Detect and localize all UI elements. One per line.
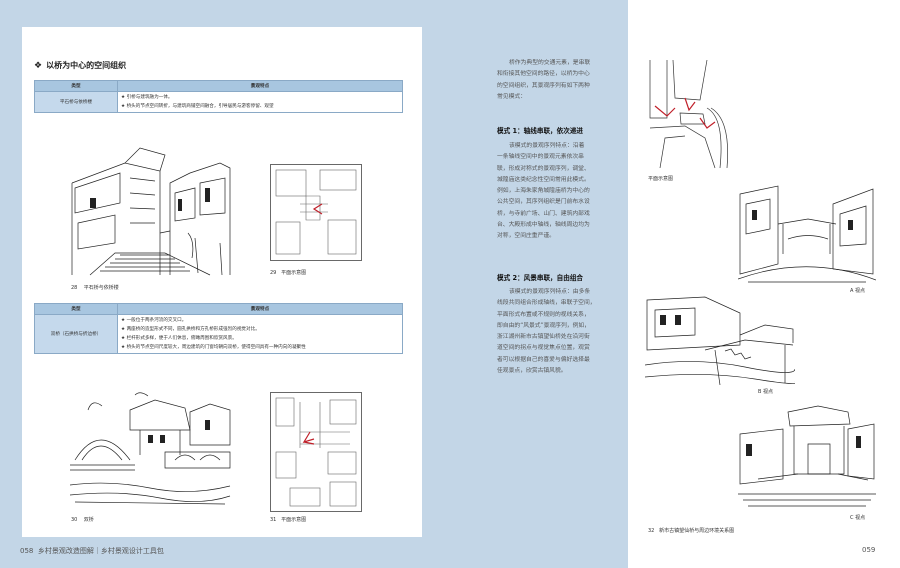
view-c-label: C 视点 [850,515,866,521]
table2-feature-2: ★ 栏杆形式多样，便于人们休息，俯瞰周围和欣赏风景。 [121,336,237,341]
left-page-number: 058 [20,547,34,555]
mode2-line-7: 佳观景点，欣赏古镇风貌。 [497,368,567,375]
figure-32-caption-text: 新市古镇望仙桥与周边环境关系图 [659,528,735,534]
figure-28-caption-text: 平石桥与依桥楼 [83,285,119,291]
view-a-label: A 视点 [850,288,866,294]
footer-left: 058 乡村景观改造图解｜乡村景观设计工具包 [20,546,164,556]
table2-type-cell: 双桥（石拱桥与折边桥） [34,314,118,354]
view-c-sketch [738,405,876,507]
mode1-line-1: 一条轴线空间中的景观元素依次串 [497,154,584,161]
figure-29-caption-text: 平面示意图 [281,270,307,276]
figure-31-number: 31 [270,517,277,523]
landscape-table-1: 类型景观特点 平石桥与依桥楼 ★ 引桥与建筑融为一体。 ★ 桥头的节点空间转折，… [34,80,403,113]
figure-30-number: 30 [71,517,78,523]
figure-31-caption-text: 平面示意图 [281,517,307,523]
mode1-line-6: 桥，与寺前广场、山门、建筑内部戏 [497,210,590,217]
right-page-number: 059 [862,546,876,554]
diamond-bullet-icon: ❖ [34,61,43,71]
figure-32-caption: 32 新市古镇望仙桥与周边环境关系图 [648,527,734,534]
mode2-line-3: 即自由的“风景式”景观序列，例如， [497,322,590,329]
right-intro: 桥作为典型的交通元素，是串联 和衔接其他空间的路径，以桥为中心 的空间组织，其景… [497,58,619,103]
left-footer-text: 乡村景观改造图解｜乡村景观设计工具包 [37,547,164,555]
mode1-line-7: 台、大殿形成中轴线，轴线周边均为 [497,222,590,229]
mode1-heading: 模式 1：轴线串联，依次递进 [497,127,584,135]
mode2-line-1: 线段共同组合形成轴线，串联子空间， [497,300,596,307]
mode2-line-0: 该模式的景观序列特点：由多条 [509,289,591,295]
mode1-line-0: 该模式的景观序列特点：沿着 [509,143,585,149]
figure-30-sketch [70,392,231,505]
table2-feature-0: ★ 一般位于两条河流的交叉口。 [121,318,187,323]
figure-29-plan [270,164,362,261]
table1-feature-1: ★ 桥头的节点空间转折，与建筑商铺空间融合，引导居民与游客停留、观望 [121,104,274,109]
figure-31-caption: 31 平面示意图 [270,516,306,523]
figure-30-caption: 30 双桥 [71,516,94,523]
section-title: ❖以桥为中心的空间组织 [34,60,126,71]
mode1-line-3: 城隍庙这类纪念性空间常用此模式。 [497,176,590,183]
mode1-line-5: 公共空间，其序列组织是门前布水设 [497,199,590,206]
intro-line-3: 常见模式： [497,93,526,100]
mode2-line-2: 平面形式布置或不规则的视线关系， [497,311,590,318]
table2-header-type: 类型 [34,303,118,315]
figure-28-sketch [71,147,231,276]
mode1-line-4: 例如，上海朱家角城隍庙桥为中心的 [497,188,590,195]
mode2-line-5: 道空间的拐点与视觉焦点位置，观赏 [497,345,590,352]
mode2-line-6: 者可以根据自己的喜爱与偏好选择最 [497,356,590,363]
figure-32-number: 32 [648,528,655,534]
figure-32-plan [649,59,728,169]
intro-line-0: 桥作为典型的交通元素，是串联 [509,60,591,66]
figure-29-number: 29 [270,270,277,276]
table1-type-cell: 平石桥与依桥楼 [34,91,118,113]
mode1-line-8: 对称，空间庄重严谨。 [497,233,555,240]
figure-29-caption: 29 平面示意图 [270,269,306,276]
table2-feature-3: ★ 桥头的节点空间尺度较大，周边建筑的门窗均朝向双桥，使得空间具有一种内向的凝聚… [121,345,306,350]
view-b-label: B 视点 [758,389,774,395]
plan-label: 平面示意图 [648,176,674,182]
table2-header-feature: 景观特点 [117,303,403,315]
table2-feature-cell: ★ 一般位于两条河流的交叉口。 ★ 两座桥的造型形式不同，圆孔拱桥和方孔桥形成强… [117,314,403,354]
table1-feature-cell: ★ 引桥与建筑融为一体。 ★ 桥头的节点空间转折，与建筑商铺空间融合，引导居民与… [117,91,403,113]
mode2-text: 该模式的景观序列特点：由多条 线段共同组合形成轴线，串联子空间， 平面形式布置或… [497,287,619,377]
table1-header-feature: 景观特点 [117,80,403,92]
table2-feature-1: ★ 两座桥的造型形式不同，圆孔拱桥和方孔桥形成强烈的视觉对比。 [121,327,260,332]
mode2-heading: 模式 2：风景串联，自由组合 [497,274,584,282]
landscape-table-2: 类型景观特点 双桥（石拱桥与折边桥） ★ 一般位于两条河流的交叉口。 ★ 两座桥… [34,303,403,354]
intro-line-2: 的空间组织，其景观序列有如下两种 [497,82,590,89]
view-b-sketch [645,296,795,386]
view-a-sketch [738,185,876,283]
mode1-text: 该模式的景观序列特点：沿着 一条轴线空间中的景观元素依次串 联，形成对称式的景观… [497,141,619,243]
table1-feature-0: ★ 引桥与建筑融为一体。 [121,95,173,100]
figure-30-caption-text: 双桥 [83,517,94,523]
mode1-line-2: 联，形成对称式的景观序列，调堂、 [497,165,590,172]
section-title-text: 以桥为中心的空间组织 [46,61,127,70]
intro-line-1: 和衔接其他空间的路径，以桥为中心 [497,71,590,78]
figure-28-number: 28 [71,285,78,291]
figure-31-plan [270,392,362,512]
figure-28-caption: 28 平石桥与依桥楼 [71,284,119,291]
table1-header-type: 类型 [34,80,118,92]
mode2-line-4: 浙江湖州新市古镇望仙桥处在沿河街 [497,334,590,341]
